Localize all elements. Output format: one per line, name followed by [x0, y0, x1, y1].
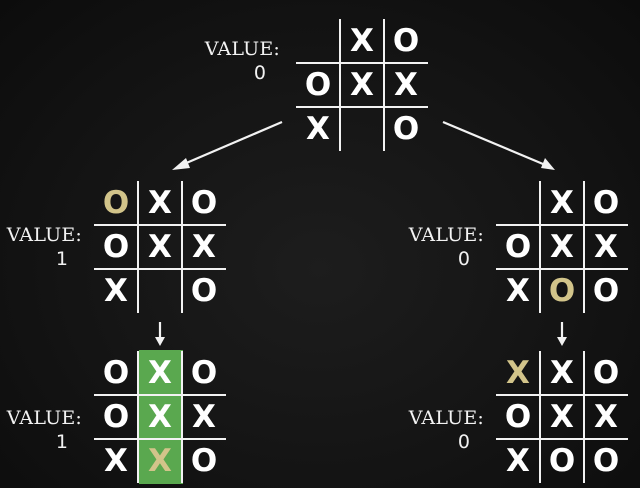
board-cell-7: O [548, 272, 576, 309]
root-value-label: VALUE: 0 [150, 37, 280, 85]
grid-line-horizontal [296, 62, 428, 64]
board-cell-6: X [104, 442, 128, 479]
grid-line-vertical [181, 351, 183, 483]
board-cell-2: O [392, 22, 420, 59]
arrow-root-to-left [172, 120, 283, 170]
grid-line-vertical [181, 181, 183, 313]
arrow-right-to-right-child [557, 322, 567, 346]
grid-line-horizontal [296, 106, 428, 108]
root-value-number: 0 [253, 62, 266, 84]
board-cell-4: X [550, 398, 574, 435]
right-value-label: VALUE: 0 [392, 223, 484, 271]
board-cell-0 [496, 181, 540, 225]
grid-line-vertical [583, 181, 585, 313]
left-value-label: VALUE: 1 [0, 223, 82, 271]
arrow-root-to-right [442, 120, 555, 170]
board-cell-5: X [192, 228, 216, 265]
right-value-caption: VALUE: [408, 224, 484, 246]
grid-line-horizontal [94, 268, 226, 270]
right-value-number: 0 [457, 248, 470, 270]
board-cell-5: X [594, 398, 618, 435]
board-cell-6: X [306, 110, 330, 147]
board-cell-3: O [304, 66, 332, 103]
board-cell-7: X [148, 442, 172, 479]
board-cell-1: X [550, 184, 574, 221]
right-child-value-number: 0 [457, 431, 470, 453]
board-cell-1: X [350, 22, 374, 59]
board-cell-7 [340, 107, 384, 151]
board-cell-5: X [192, 398, 216, 435]
grid-line-vertical [137, 181, 139, 313]
board-cell-3: O [102, 398, 130, 435]
board-cell-1: X [148, 354, 172, 391]
board-cell-6: X [104, 272, 128, 309]
board-cell-0 [296, 19, 340, 63]
board-cell-8: O [592, 442, 620, 479]
board-cell-1: X [550, 354, 574, 391]
arrow-left-to-left-child [155, 322, 165, 346]
grid-line-horizontal [496, 268, 628, 270]
board-cell-0: O [102, 354, 130, 391]
board-cell-2: O [190, 184, 218, 221]
root-value-caption: VALUE: [204, 38, 280, 60]
grid-line-vertical [539, 181, 541, 313]
grid-line-horizontal [94, 224, 226, 226]
left-value-number: 1 [55, 248, 68, 270]
board-cell-2: O [592, 184, 620, 221]
board-cell-3: O [504, 228, 532, 265]
left-value-caption: VALUE: [6, 224, 82, 246]
right-child-value-label: VALUE: 0 [392, 406, 484, 454]
board-cell-3: O [102, 228, 130, 265]
grid-line-horizontal [496, 394, 628, 396]
grid-line-horizontal [94, 438, 226, 440]
grid-line-vertical [339, 19, 341, 151]
board-cell-5: X [394, 66, 418, 103]
board-cell-6: X [506, 442, 530, 479]
grid-line-vertical [539, 351, 541, 483]
grid-line-vertical [383, 19, 385, 151]
board-cell-4: X [148, 398, 172, 435]
board-cell-4: X [350, 66, 374, 103]
board-cell-7: O [548, 442, 576, 479]
grid-line-vertical [583, 351, 585, 483]
left-child-value-caption: VALUE: [6, 407, 82, 429]
board-cell-0: O [102, 184, 130, 221]
board-cell-5: X [594, 228, 618, 265]
board-cell-8: O [190, 272, 218, 309]
board-cell-0: X [506, 354, 530, 391]
board-cell-3: O [504, 398, 532, 435]
board-cell-1: X [148, 184, 172, 221]
left-child-value-label: VALUE: 1 [0, 406, 82, 454]
board-cell-4: X [148, 228, 172, 265]
grid-line-horizontal [496, 438, 628, 440]
left-child-value-number: 1 [55, 431, 68, 453]
board-cell-4: X [550, 228, 574, 265]
winning-column-highlight [139, 350, 183, 484]
board-cell-7 [138, 269, 182, 313]
board-cell-2: O [592, 354, 620, 391]
board-cell-2: O [190, 354, 218, 391]
grid-line-horizontal [496, 224, 628, 226]
right-child-value-caption: VALUE: [408, 407, 484, 429]
board-cell-8: O [592, 272, 620, 309]
board-cell-8: O [190, 442, 218, 479]
grid-line-horizontal [94, 394, 226, 396]
grid-line-vertical [137, 351, 139, 483]
board-cell-8: O [392, 110, 420, 147]
board-cell-6: X [506, 272, 530, 309]
